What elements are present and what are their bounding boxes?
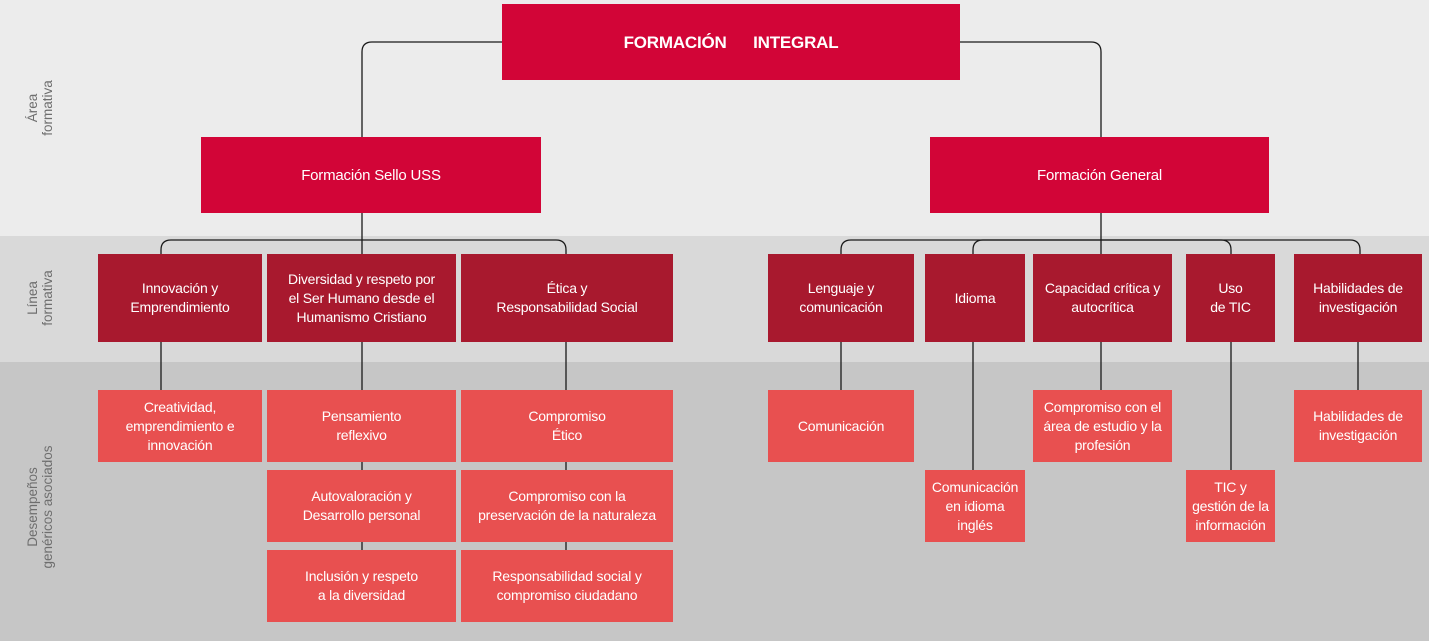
node-desempeno-autovaloracion: Autovaloración y Desarrollo personal xyxy=(267,470,456,542)
node-desempeno-label: Responsabilidad social y compromiso ciud… xyxy=(492,568,642,603)
connector-sello-bracket xyxy=(160,239,567,254)
node-desempeno-label: Autovaloración y Desarrollo personal xyxy=(302,488,421,523)
node-linea-label: Diversidad y respeto por el Ser Humano d… xyxy=(288,270,435,325)
node-area-label: Formación General xyxy=(1037,166,1162,184)
node-area-sello-uss: Formación Sello USS xyxy=(201,137,541,213)
node-desempeno-comunicacion: Comunicación xyxy=(768,390,914,462)
node-linea-habilidades: Habilidades de investigación xyxy=(1294,254,1422,342)
node-desempeno-label: TIC y gestión de la información xyxy=(1192,478,1269,533)
node-linea-label: Habilidades de investigación xyxy=(1313,280,1403,315)
node-desempeno-inclusion: Inclusión y respeto a la diversidad xyxy=(267,550,456,622)
node-desempeno-label: Comunicación en idioma inglés xyxy=(931,478,1019,533)
node-linea-diversidad: Diversidad y respeto por el Ser Humano d… xyxy=(267,254,456,342)
node-desempeno-compromiso-profesion: Compromiso con el área de estudio y la p… xyxy=(1033,390,1172,462)
node-desempeno-label: Compromiso Ético xyxy=(528,408,606,443)
node-desempeno-label: Comunicación xyxy=(797,417,885,434)
node-area-formacion-general: Formación General xyxy=(930,137,1269,213)
node-linea-etica: Ética y Responsabilidad Social xyxy=(461,254,673,342)
node-desempeno-compromiso-etico: Compromiso Ético xyxy=(461,390,673,462)
node-desempeno-label: Inclusión y respeto a la diversidad xyxy=(305,568,418,603)
connector-root-right xyxy=(960,41,1102,137)
node-linea-label: Idioma xyxy=(954,289,996,306)
node-linea-idioma: Idioma xyxy=(925,254,1025,342)
node-desempeno-tic-gestion: TIC y gestión de la información xyxy=(1186,470,1275,542)
node-linea-label: Ética y Responsabilidad Social xyxy=(496,280,638,315)
node-linea-lenguaje: Lenguaje y comunicación xyxy=(768,254,914,342)
connector-root-left xyxy=(361,41,502,137)
node-formacion-integral-label: FORMACIÓN INTEGRAL xyxy=(623,32,839,52)
node-desempeno-label: Creatividad, emprendimiento e innovación xyxy=(125,398,235,453)
node-desempeno-habilidades: Habilidades de investigación xyxy=(1294,390,1422,462)
node-linea-label: Innovación y Emprendimiento xyxy=(130,280,230,315)
node-desempeno-ingles: Comunicación en idioma inglés xyxy=(925,470,1025,542)
node-desempeno-pensamiento-reflexivo: Pensamiento reflexivo xyxy=(267,390,456,462)
node-desempeno-label: Habilidades de investigación xyxy=(1313,408,1403,443)
node-linea-capacidad-critica: Capacidad crítica y autocrítica xyxy=(1033,254,1172,342)
node-linea-label: Uso de TIC xyxy=(1210,280,1251,315)
node-linea-uso-tic: Uso de TIC xyxy=(1186,254,1275,342)
connector-general-bracket-inner xyxy=(972,239,1232,254)
node-linea-innovacion: Innovación y Emprendimiento xyxy=(98,254,262,342)
node-desempeno-label: Compromiso con la preservación de la nat… xyxy=(478,488,656,523)
node-desempeno-naturaleza: Compromiso con la preservación de la nat… xyxy=(461,470,673,542)
node-desempeno-label: Pensamiento reflexivo xyxy=(321,408,402,443)
node-desempeno-responsabilidad-social: Responsabilidad social y compromiso ciud… xyxy=(461,550,673,622)
node-linea-label: Capacidad crítica y autocrítica xyxy=(1044,280,1161,315)
node-area-label: Formación Sello USS xyxy=(301,166,441,184)
node-desempeno-creatividad: Creatividad, emprendimiento e innovación xyxy=(98,390,262,462)
node-linea-label: Lenguaje y comunicación xyxy=(799,280,883,315)
node-desempeno-label: Compromiso con el área de estudio y la p… xyxy=(1043,398,1162,453)
node-formacion-integral: FORMACIÓN INTEGRAL xyxy=(502,4,960,80)
